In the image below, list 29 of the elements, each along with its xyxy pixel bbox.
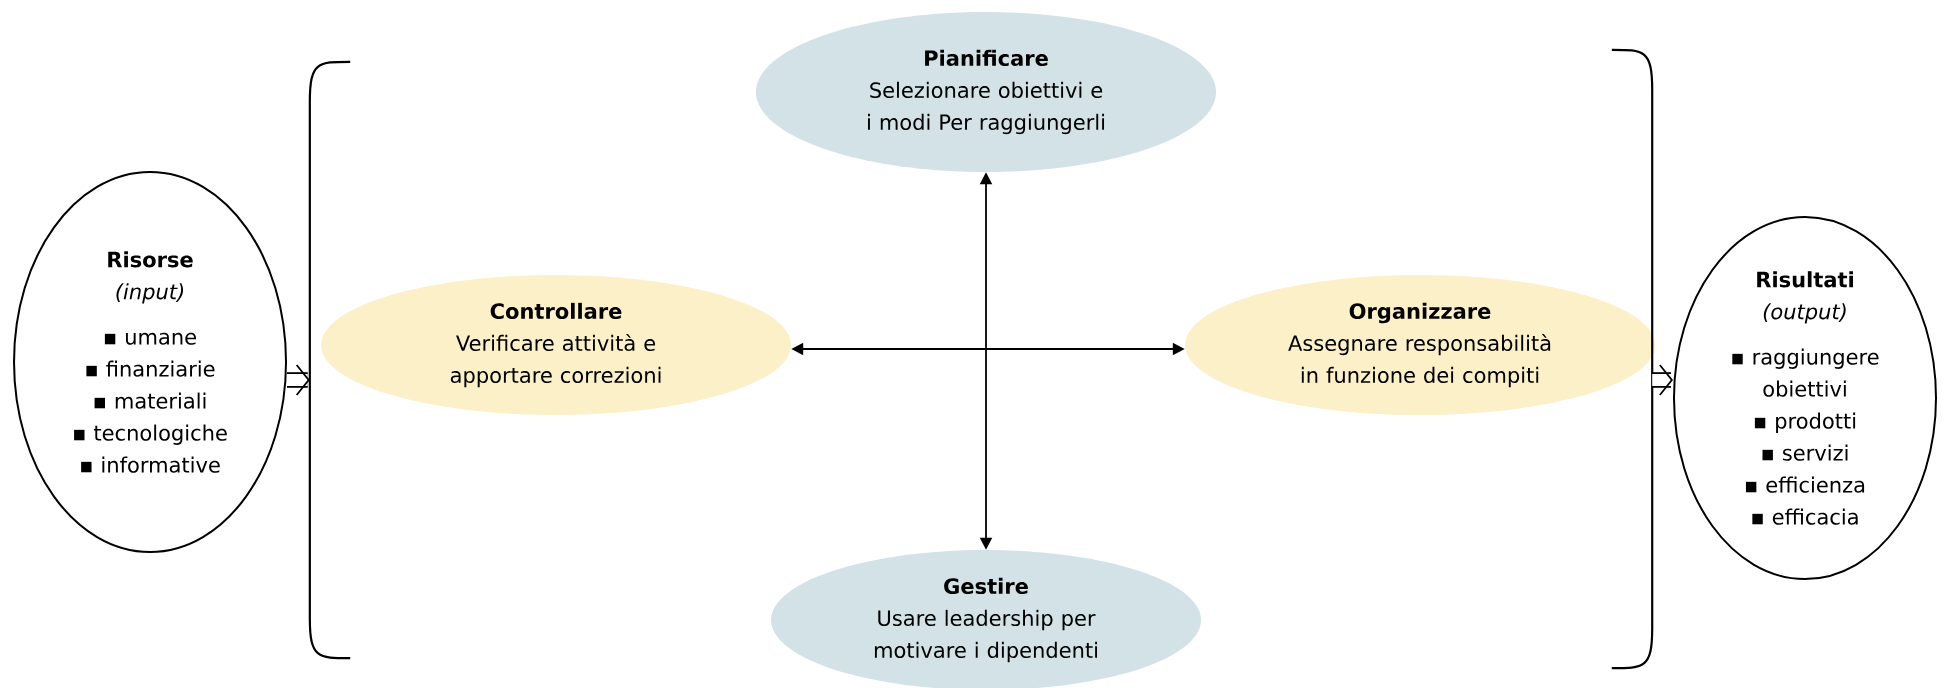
node-label: (output) <box>1763 303 1846 324</box>
process-ellipse <box>1185 275 1655 415</box>
node-label: ▪ umane <box>104 332 196 345</box>
node-label: ▪ finanziarie <box>86 360 215 377</box>
node-label: ▪ tecnologiche <box>74 424 227 445</box>
node-label: Pianificare <box>925 49 1048 67</box>
node-label: ▪ prodotti <box>1754 412 1856 433</box>
node-label: Usare leadership per motivare i dipendenti <box>874 609 1098 663</box>
node-label: Controllare <box>490 302 622 320</box>
node-label: Risultati <box>1757 271 1853 288</box>
node-label: ▪ servizi <box>1762 444 1848 461</box>
node-label: ▪ informative <box>81 456 220 473</box>
node-label: ▪ materiali <box>94 392 206 409</box>
node-label: ▪ raggiungere obiettivi <box>1732 348 1879 397</box>
node-label: (input) <box>116 283 184 304</box>
node-label: Risorse <box>108 251 193 268</box>
node-label: Assegnare responsabilità in funzione dei compiti <box>1288 333 1551 388</box>
output-ellipse <box>1673 216 1937 580</box>
bracket <box>1611 48 1654 670</box>
node-label: Selezionare obiettivi e i modi Per raggiungerli <box>868 81 1105 135</box>
bracket <box>308 60 351 660</box>
node-label: Gestire <box>944 577 1028 595</box>
node-label: Organizzare <box>1349 302 1491 324</box>
process-ellipse <box>756 12 1216 172</box>
node-label: Verificare attività e apportare correzioni <box>450 333 661 388</box>
node-label: ▪ efficacia <box>1752 508 1858 525</box>
input-ellipse <box>13 171 287 553</box>
node-label: ▪ efficienza <box>1745 476 1865 493</box>
process-ellipse <box>321 275 791 415</box>
